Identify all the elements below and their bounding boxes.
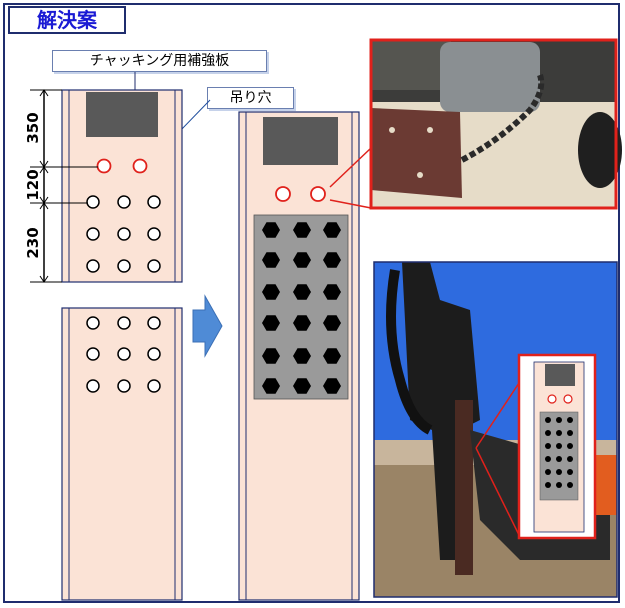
bolt-hole xyxy=(147,195,161,209)
bolt-hole xyxy=(117,316,131,330)
inset-bolt-hole xyxy=(567,456,573,462)
bolt-hole xyxy=(86,195,100,209)
hex-bolt-hole xyxy=(323,252,341,268)
inset-bolt-hole xyxy=(545,482,551,488)
reinforcement-plate xyxy=(263,117,338,165)
inset-bolt-hole xyxy=(567,482,573,488)
figure-frame xyxy=(3,3,620,603)
bolt-hole xyxy=(147,227,161,241)
bolt-hole xyxy=(86,259,100,273)
lifting-hole xyxy=(275,186,291,202)
inset-bolt-hole xyxy=(567,417,573,423)
transition-arrow-icon xyxy=(192,294,223,358)
dim-label-bottom: 230 xyxy=(24,227,42,258)
bolt-hole xyxy=(147,347,161,361)
inset-bolt-hole xyxy=(567,469,573,475)
hex-bolt-hole xyxy=(262,284,280,300)
bolt-hole xyxy=(117,227,131,241)
reinforcement-plate xyxy=(86,92,158,137)
inset-bolt-hole xyxy=(545,469,551,475)
inset-bolt-hole xyxy=(545,430,551,436)
inset-bolt-hole xyxy=(556,417,562,423)
inset-bolt-hole xyxy=(545,443,551,449)
lifting-hole xyxy=(132,158,148,174)
inset-pile-diagram xyxy=(517,353,597,540)
pile-after xyxy=(238,111,360,601)
hex-bolt-hole xyxy=(293,315,311,331)
lifting-hole xyxy=(96,158,112,174)
bolt-hole xyxy=(86,316,100,330)
inset-bolt-hole xyxy=(556,430,562,436)
callout-line xyxy=(475,447,520,536)
photo-border xyxy=(373,261,618,598)
jacking-plate-label: チャッキング用補強板 xyxy=(52,50,267,72)
inset-bolt-hole xyxy=(545,417,551,423)
hex-bolt-hole xyxy=(323,315,341,331)
photo-chain-attachment xyxy=(369,38,622,210)
lifting-hole-label: 吊り穴 xyxy=(207,87,294,109)
hex-bolt-hole xyxy=(323,378,341,394)
inset-bolt-hole xyxy=(556,443,562,449)
dimension-lines xyxy=(30,89,98,283)
hex-bolt-hole xyxy=(262,222,280,238)
inset-bolt-hole xyxy=(556,482,562,488)
bolt-hole xyxy=(86,347,100,361)
hex-bolt-hole xyxy=(262,315,280,331)
hex-bolt-hole xyxy=(262,378,280,394)
callout-line xyxy=(475,382,520,449)
callout-line xyxy=(329,199,372,209)
page-title: 解決案 xyxy=(8,6,126,34)
hex-bolt-hole xyxy=(262,348,280,364)
photo-drilling-machine xyxy=(373,261,618,598)
bolt-hole xyxy=(117,259,131,273)
bolt-hole xyxy=(117,347,131,361)
hex-bolt-hole xyxy=(293,222,311,238)
hex-bolt-hole xyxy=(323,222,341,238)
hex-bolt-hole xyxy=(293,348,311,364)
callout-line xyxy=(329,147,372,188)
pile-before-upper xyxy=(61,89,183,283)
inset-bolt-hole xyxy=(556,456,562,462)
hex-bolt-hole xyxy=(293,378,311,394)
inset-bolt-hole xyxy=(567,430,573,436)
bolt-hole xyxy=(147,379,161,393)
bolt-hole xyxy=(117,195,131,209)
photo-border xyxy=(369,38,618,210)
dim-label-middle: 120 xyxy=(24,169,42,200)
inset-bolt-hole xyxy=(556,469,562,475)
bolt-hole xyxy=(147,316,161,330)
perforated-reinforcement-plate xyxy=(253,214,349,400)
dim-label-top: 350 xyxy=(24,112,42,143)
hex-bolt-hole xyxy=(323,284,341,300)
bolt-hole xyxy=(86,379,100,393)
bolt-hole xyxy=(86,227,100,241)
hex-bolt-hole xyxy=(293,284,311,300)
lifting-hole xyxy=(310,186,326,202)
hex-bolt-hole xyxy=(323,348,341,364)
bolt-hole xyxy=(147,259,161,273)
pile-before-lower xyxy=(61,307,183,601)
inset-bolt-hole xyxy=(545,456,551,462)
hex-bolt-hole xyxy=(262,252,280,268)
hex-bolt-hole xyxy=(293,252,311,268)
inset-bolt-hole xyxy=(567,443,573,449)
bolt-hole xyxy=(117,379,131,393)
